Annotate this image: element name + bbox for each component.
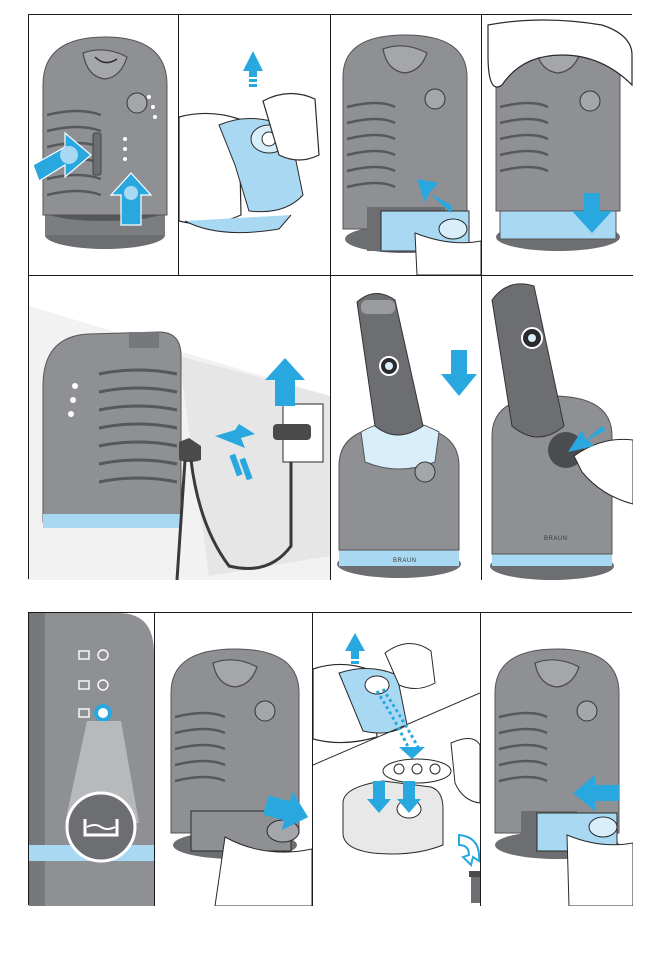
panel-low-fluid-indicator	[29, 613, 154, 906]
brand-mark: BRAUN	[544, 536, 568, 542]
panel-plug-in	[29, 276, 330, 580]
brand-mark: BRAUN	[393, 558, 417, 564]
panel-press-down	[482, 15, 633, 275]
panel-press-buttons	[29, 15, 178, 275]
panel-insert-shaver: BRAUN	[331, 276, 481, 580]
top-illustration-grid: BRAUN BRAUN	[28, 14, 632, 579]
waste-bin-icon	[469, 871, 480, 905]
panel-remove-cartridge	[155, 613, 312, 906]
bottom-illustration-grid	[28, 612, 632, 905]
panel-insert-cartridge	[331, 15, 481, 275]
panel-reseal-dispose	[313, 613, 480, 906]
panel-peel-seal	[179, 15, 330, 275]
panel-press-cleaning-button: BRAUN	[482, 276, 633, 580]
panel-insert-new-cartridge	[481, 613, 633, 906]
